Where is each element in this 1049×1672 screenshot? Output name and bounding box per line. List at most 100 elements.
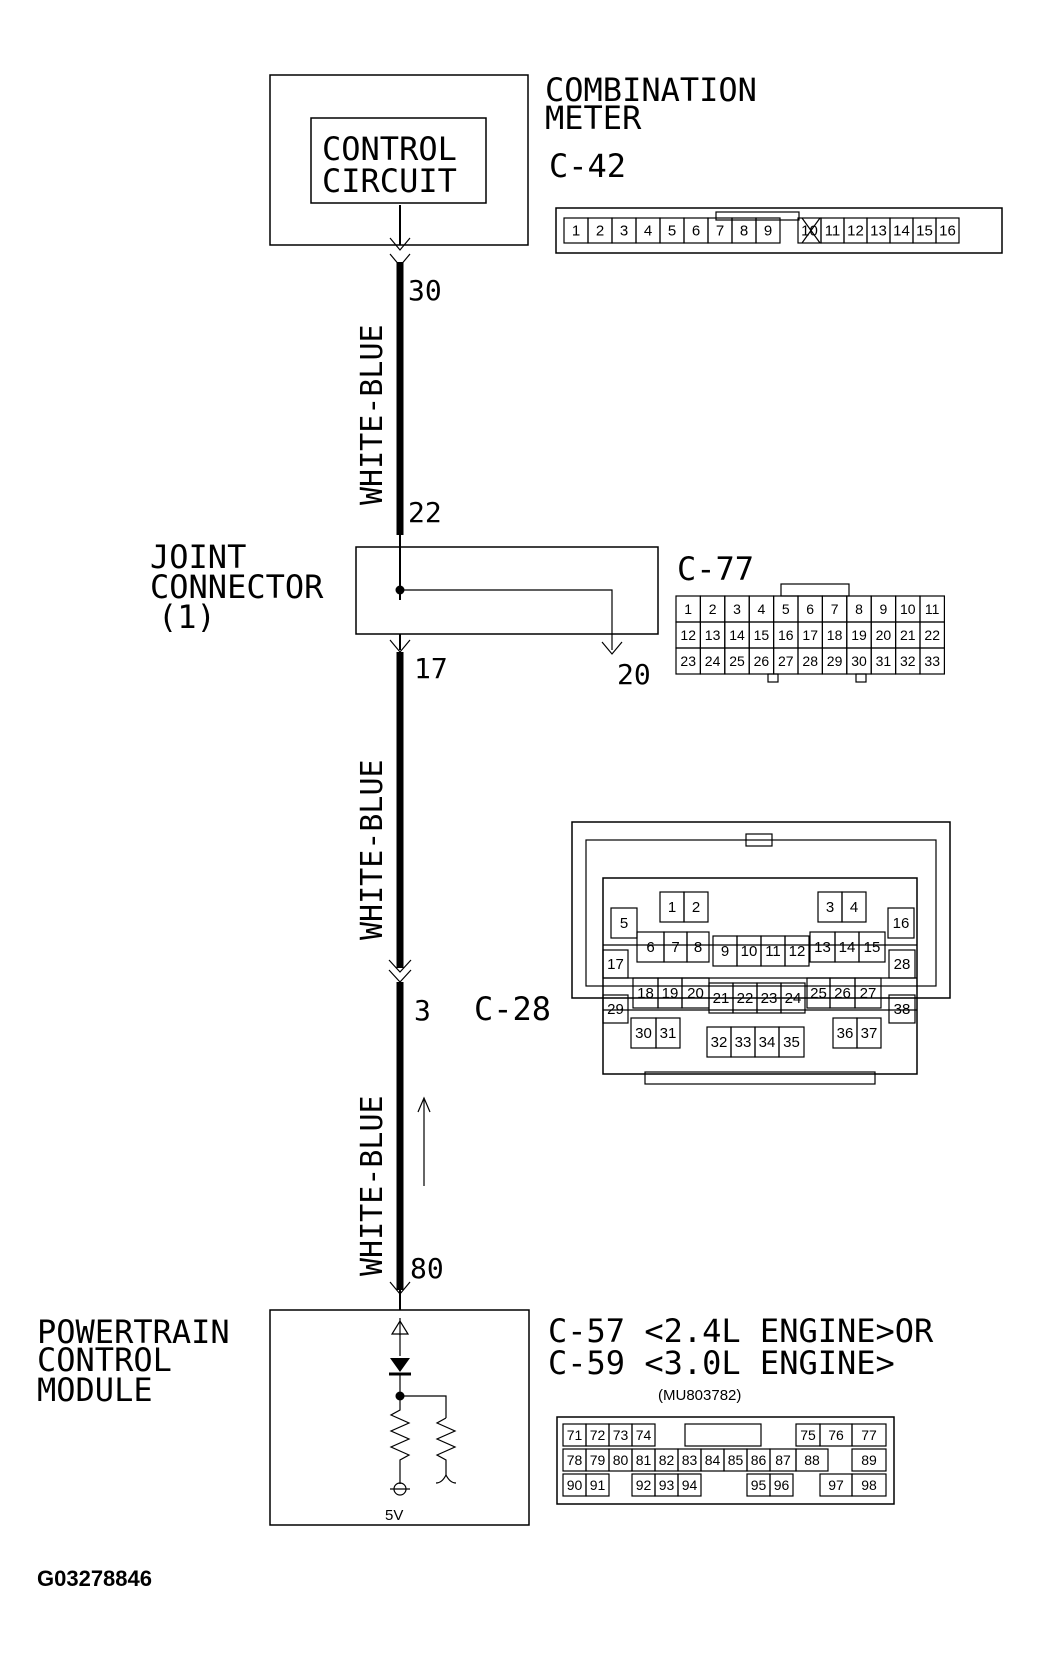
c42-pin-8: 8 xyxy=(731,217,757,244)
c77-pin-11: 11 xyxy=(919,595,945,623)
svg-text:4: 4 xyxy=(850,899,858,916)
pcm-pin-71: 71 xyxy=(562,1423,587,1447)
svg-text:11: 11 xyxy=(825,223,841,240)
pcm-voltage: 5V xyxy=(385,1507,403,1524)
joint-connector: JOINT CONNECTOR (1) C-77 20 xyxy=(150,535,754,691)
svg-text:9: 9 xyxy=(880,601,888,617)
svg-text:22: 22 xyxy=(737,990,754,1007)
c42-pin-13: 13 xyxy=(866,217,891,244)
svg-text:94: 94 xyxy=(682,1477,698,1493)
c28-pin-3: 3 xyxy=(817,891,843,923)
pcm-pin-86: 86 xyxy=(746,1448,771,1472)
svg-text:75: 75 xyxy=(800,1427,816,1443)
svg-text:19: 19 xyxy=(851,627,867,643)
c77-pin-24: 24 xyxy=(699,647,726,675)
c77-pin-12: 12 xyxy=(675,621,701,649)
pcm-pin-79: 79 xyxy=(585,1448,610,1472)
svg-text:13: 13 xyxy=(705,627,721,643)
svg-text:6: 6 xyxy=(692,223,700,240)
pcm-pin-76: 76 xyxy=(819,1423,853,1447)
pcm-pin-96: 96 xyxy=(769,1473,794,1497)
c42-pin-4: 4 xyxy=(635,217,661,244)
c77-pin-17: 17 xyxy=(797,621,823,649)
svg-text:18: 18 xyxy=(637,985,654,1002)
svg-text:78: 78 xyxy=(567,1452,583,1468)
pin-80: 80 xyxy=(410,1252,444,1285)
svg-text:2: 2 xyxy=(709,601,717,617)
c28-pin-35: 35 xyxy=(778,1026,805,1058)
c28-inline-connector: 3 C-28 xyxy=(414,990,551,1028)
c77-pin-23: 23 xyxy=(675,647,701,675)
svg-text:4: 4 xyxy=(644,223,652,240)
inner-label-line2: CIRCUIT xyxy=(322,162,457,200)
wire-segment-1: 30 22 WHITE-BLUE xyxy=(355,205,442,535)
c77-pin-21: 21 xyxy=(894,621,921,649)
svg-text:27: 27 xyxy=(860,985,877,1002)
svg-text:38: 38 xyxy=(894,1001,911,1018)
inner-label-line1: CONTROL xyxy=(322,130,457,168)
c28-pin-5: 5 xyxy=(610,907,638,939)
c28-pin-29: 29 xyxy=(602,994,629,1024)
c77-pin-30: 30 xyxy=(846,647,872,675)
c77-pin-7: 7 xyxy=(821,595,848,623)
c28-pin-36: 36 xyxy=(832,1017,858,1049)
svg-text:88: 88 xyxy=(804,1452,820,1468)
svg-text:3: 3 xyxy=(620,223,628,240)
svg-text:14: 14 xyxy=(839,939,856,956)
svg-text:35: 35 xyxy=(783,1034,800,1051)
svg-text:83: 83 xyxy=(682,1452,698,1468)
svg-text:27: 27 xyxy=(778,653,794,669)
c28-pin-17: 17 xyxy=(602,949,629,979)
svg-text:1: 1 xyxy=(684,601,692,617)
c28-pin-30: 30 xyxy=(630,1017,657,1049)
svg-text:7: 7 xyxy=(671,939,679,956)
svg-text:82: 82 xyxy=(659,1452,675,1468)
svg-text:77: 77 xyxy=(861,1427,877,1443)
pcm-pin-77: 77 xyxy=(851,1423,887,1447)
svg-text:87: 87 xyxy=(775,1452,791,1468)
svg-text:11: 11 xyxy=(925,601,940,617)
svg-text:15: 15 xyxy=(916,223,933,240)
wire-color-label-2: WHITE-BLUE xyxy=(355,759,390,940)
c42-pin-11: 11 xyxy=(820,217,845,244)
c28-pin-26: 26 xyxy=(829,977,856,1009)
c28-pin-28: 28 xyxy=(888,949,916,979)
svg-text:85: 85 xyxy=(728,1452,744,1468)
svg-text:10: 10 xyxy=(900,601,916,617)
svg-text:29: 29 xyxy=(607,1001,624,1018)
svg-text:17: 17 xyxy=(607,956,624,973)
svg-text:21: 21 xyxy=(713,990,730,1007)
c28-pin-33: 33 xyxy=(730,1026,756,1058)
svg-text:25: 25 xyxy=(729,653,745,669)
c42-pin-7: 7 xyxy=(707,217,733,244)
pcm-pin-72: 72 xyxy=(585,1423,610,1447)
c77-pin-18: 18 xyxy=(821,621,848,649)
wire-color-label-3: WHITE-BLUE xyxy=(355,1095,390,1276)
c77-pin-1: 1 xyxy=(675,595,701,623)
svg-text:73: 73 xyxy=(613,1427,629,1443)
svg-text:5: 5 xyxy=(782,601,790,617)
svg-text:14: 14 xyxy=(893,223,910,240)
c28-connector-id: C-28 xyxy=(474,990,551,1028)
c77-pin-8: 8 xyxy=(846,595,872,623)
c28-pin-9: 9 xyxy=(712,935,738,967)
c42-pin-12: 12 xyxy=(843,217,868,244)
c28-pin-15: 15 xyxy=(858,931,886,963)
svg-text:12: 12 xyxy=(789,943,806,960)
c77-pin-29: 29 xyxy=(821,647,848,675)
joint-label-line2: CONNECTOR xyxy=(150,568,324,606)
pcm-pin-75: 75 xyxy=(795,1423,821,1447)
c42-pin-16: 16 xyxy=(935,217,960,244)
pcm-pin-90: 90 xyxy=(562,1473,587,1497)
c28-pin-6: 6 xyxy=(636,931,665,963)
pcm-pin-81: 81 xyxy=(631,1448,656,1472)
c28-pin-32: 32 xyxy=(706,1026,732,1058)
svg-text:16: 16 xyxy=(893,915,910,932)
c77-pin-14: 14 xyxy=(724,621,750,649)
c77-pin-3: 3 xyxy=(724,595,750,623)
svg-text:29: 29 xyxy=(827,653,843,669)
svg-text:20: 20 xyxy=(876,627,892,643)
c42-pin-9: 9 xyxy=(755,217,781,244)
svg-text:14: 14 xyxy=(729,627,745,643)
